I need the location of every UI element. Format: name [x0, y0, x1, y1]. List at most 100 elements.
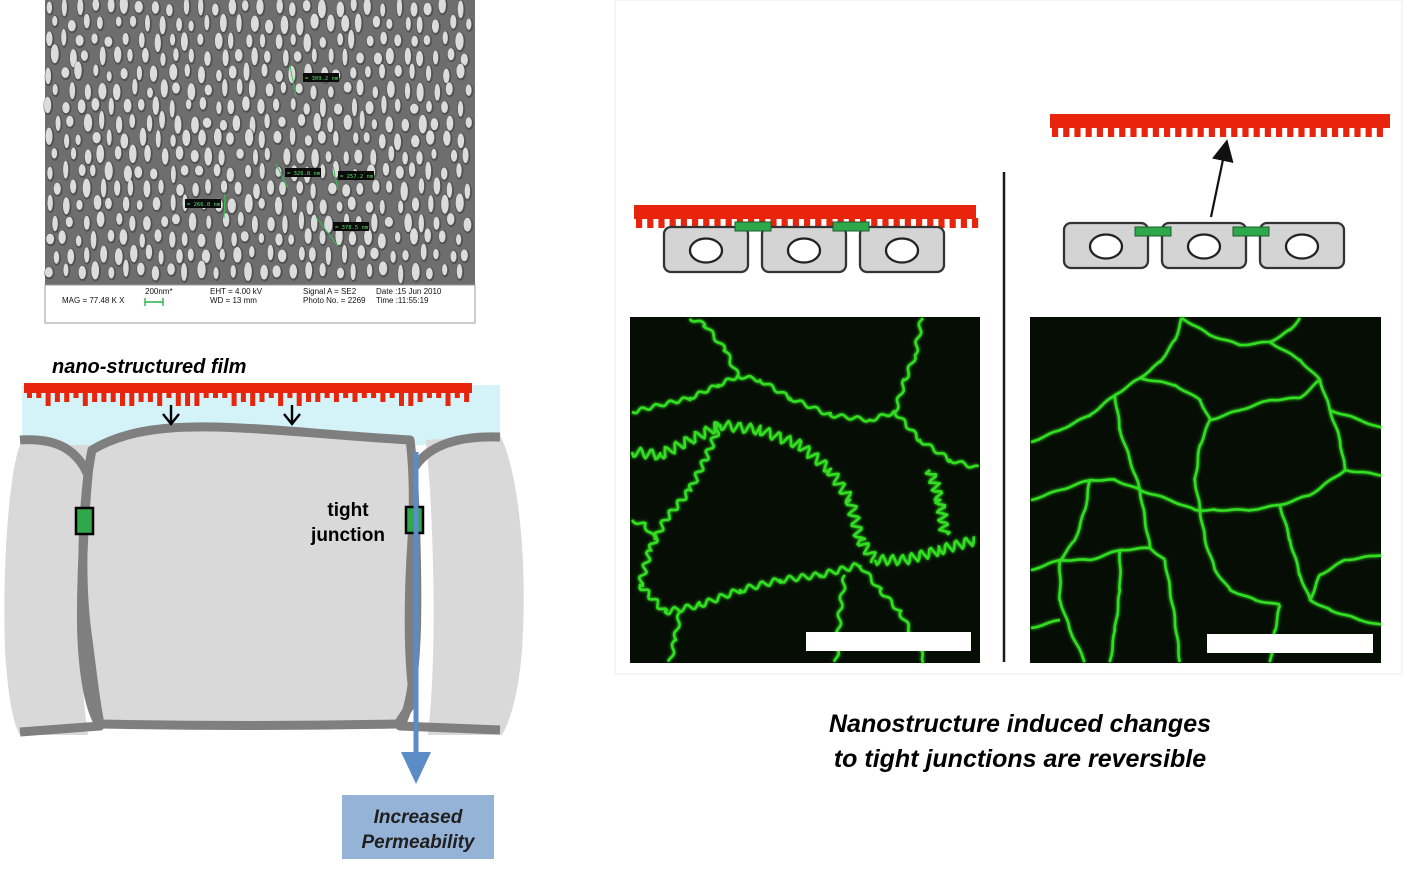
nanopillar: [304, 135, 312, 146]
nanopillar: [365, 201, 374, 213]
nanopillar: [105, 197, 112, 210]
cell-border-regular: [1139, 469, 1346, 512]
nanopillar: [411, 197, 420, 212]
nanopillar: [328, 182, 337, 195]
nanopillar: [206, 215, 212, 229]
nanopillar: [252, 149, 259, 165]
nanopillar: [386, 80, 395, 98]
nanopillar: [356, 52, 364, 64]
film-tooth: [1096, 127, 1103, 137]
cell-border-regular: [1278, 504, 1382, 626]
nanopillar: [386, 180, 393, 193]
nanopillar: [234, 181, 242, 195]
film-tooth: [893, 218, 900, 228]
scale-bar-left: [806, 632, 971, 651]
nanopillar: [356, 79, 364, 96]
film-tooth: [399, 392, 404, 406]
cell-border-wavy: [894, 317, 925, 413]
nanopillar: [426, 100, 432, 113]
nanopillar: [275, 166, 282, 177]
nanopillar: [191, 116, 199, 134]
tight-junction-label-line1: tight: [327, 500, 369, 521]
nanopillar: [441, 194, 449, 214]
film-tooth: [278, 392, 284, 406]
nanopillar: [250, 15, 259, 32]
nanopillar: [259, 33, 266, 48]
nanopillar: [226, 132, 234, 145]
cell-border-regular: [1113, 395, 1142, 491]
nanopillar: [91, 33, 98, 44]
nanopillar: [170, 165, 176, 184]
nanopillar: [256, 0, 264, 15]
nanopillar: [251, 215, 258, 233]
nanopillar: [364, 228, 372, 246]
nanopillar: [416, 82, 424, 102]
nanopillar: [185, 99, 192, 110]
nanopillar: [220, 180, 228, 193]
film-tooth: [916, 218, 923, 228]
nanopillar: [62, 197, 70, 215]
nanopillar: [365, 100, 374, 115]
nanopillar: [350, 263, 356, 281]
nanopillar: [423, 35, 431, 46]
film-tooth: [27, 392, 32, 398]
nanopillar: [327, 86, 334, 98]
nanopillar: [82, 178, 91, 198]
sem-measurement: = 326.8 nm: [287, 171, 321, 177]
nanopillar: [418, 114, 427, 134]
nanopillar: [244, 193, 253, 213]
nanopillar: [343, 151, 349, 164]
nanopillar: [99, 46, 106, 66]
nanopillar: [69, 82, 76, 100]
nanopillar: [457, 101, 464, 117]
nanopillar: [91, 261, 100, 280]
cell-border-wavy: [666, 611, 681, 663]
nanopillar: [317, 0, 326, 19]
film-tooth: [464, 392, 470, 402]
nanopillar: [409, 228, 418, 245]
nanopillar: [359, 110, 365, 130]
nanopillar: [418, 214, 424, 233]
nanopillar: [327, 117, 334, 133]
nanopillar: [438, 230, 446, 243]
sem-signal: Signal A = SE2: [303, 287, 357, 296]
nanopillar: [386, 18, 393, 29]
nanopillar: [310, 13, 319, 29]
film-tooth: [815, 218, 822, 228]
nanopillar: [278, 116, 286, 127]
sem-date: Date :15 Jun 2010: [376, 287, 442, 296]
nanopillar: [70, 179, 77, 194]
tight-junction-mini: [1134, 226, 1172, 237]
nanopillar: [280, 81, 287, 94]
nanopillar: [197, 33, 204, 46]
nanopillar: [296, 148, 305, 164]
nanopillar: [134, 166, 143, 178]
nanopillar: [311, 48, 317, 63]
nanopillar: [425, 267, 433, 280]
nanopillar: [47, 194, 53, 211]
film-tooth: [1063, 127, 1070, 137]
film-tooth: [1309, 127, 1316, 137]
nano-film-left: [24, 383, 472, 406]
nanopillar: [213, 128, 222, 146]
nanopillar: [159, 15, 166, 35]
nanopillar: [402, 151, 408, 165]
film-tooth: [380, 392, 386, 402]
film-tooth: [1197, 127, 1204, 137]
nanopillar: [83, 215, 90, 230]
film-tooth: [250, 392, 256, 406]
nanopillar: [440, 167, 448, 180]
nanopillar: [400, 181, 408, 201]
nanopillar: [58, 230, 66, 244]
nanopillar: [227, 32, 234, 49]
nanopillar: [438, 0, 446, 14]
nanopillar: [450, 250, 457, 263]
sem-measurement-labels: = 309.2 nm= 326.8 nm= 257.2 nm= 266.0 nm…: [185, 65, 374, 247]
nanopillar: [114, 180, 121, 196]
nanopillar: [297, 114, 306, 126]
sem-time: Time :11:55:19: [376, 296, 429, 305]
nanopillar: [302, 0, 311, 12]
nanopillar: [336, 267, 345, 279]
nanopillar: [450, 14, 457, 29]
nanopillar: [275, 34, 283, 50]
